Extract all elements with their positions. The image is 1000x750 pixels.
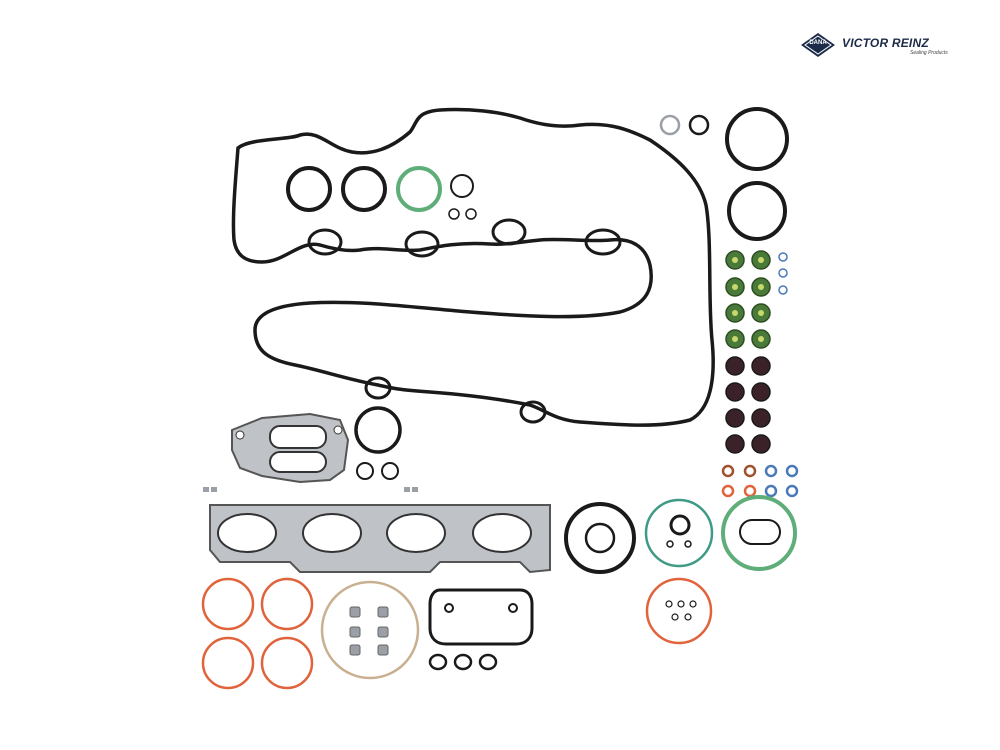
bolt-hole	[444, 603, 454, 613]
o-ring-orange	[260, 636, 314, 690]
o-ring-small	[448, 208, 460, 220]
o-ring-small	[356, 462, 374, 480]
exhaust-port	[386, 513, 446, 553]
oil-cooler-gasket	[428, 588, 534, 646]
valve-cover-loop	[404, 230, 440, 258]
exhaust-port	[217, 513, 277, 553]
o-ring-small	[465, 208, 477, 220]
o-ring-orange	[645, 577, 713, 645]
seal-ring-small	[450, 174, 474, 198]
o-ring-green	[721, 495, 797, 571]
dana-diamond-icon	[801, 33, 835, 57]
flange-gasket-port	[269, 451, 327, 473]
crank-seal-ring	[564, 502, 636, 574]
logo-tagline: Sealing Products	[910, 50, 948, 56]
flange-bolt-hole	[235, 430, 245, 440]
valve-cover-loop	[364, 376, 392, 400]
spring-clip	[349, 606, 389, 656]
exhaust-port	[472, 513, 532, 553]
o-ring-tiny	[665, 600, 697, 621]
logo-brand-text: VICTOR REINZ	[842, 36, 929, 50]
valve-stem-seals-dark	[725, 356, 771, 454]
o-ring-tiny	[666, 540, 674, 548]
o-ring-green	[396, 166, 442, 212]
small-clip	[203, 487, 418, 492]
o-ring-small	[381, 462, 399, 480]
valve-stem-seal-center	[732, 257, 764, 342]
valve-cover-gasket	[231, 107, 715, 427]
valve-cover-loop	[491, 218, 527, 246]
crank-seal-inner	[584, 522, 616, 554]
seal-ring-small	[669, 514, 691, 536]
flange-bolt-hole	[333, 425, 343, 435]
exhaust-manifold-gasket	[209, 504, 551, 574]
o-ring-large	[725, 107, 789, 171]
valve-stem-seals-green	[725, 250, 771, 349]
exhaust-port	[302, 513, 362, 553]
oval-seal	[739, 519, 781, 545]
o-ring	[341, 166, 387, 212]
o-ring-tiny	[684, 540, 692, 548]
o-ring-row-small	[721, 464, 799, 498]
valve-cover-loop	[519, 400, 547, 424]
bolt-hole	[508, 603, 518, 613]
flange-gasket-port	[269, 425, 327, 449]
victor-reinz-logo: DANA VICTOR REINZ Sealing Products	[800, 32, 950, 62]
small-oval-seal	[428, 653, 498, 671]
valve-cover-loop	[307, 228, 343, 256]
o-ring-small	[688, 114, 710, 136]
o-ring-orange	[201, 636, 255, 690]
o-ring-small	[659, 114, 681, 136]
o-ring-orange	[260, 577, 314, 631]
o-ring	[286, 166, 332, 212]
o-ring-orange	[201, 577, 255, 631]
logo-badge-text: DANA	[809, 40, 827, 46]
o-ring-large	[727, 181, 787, 241]
o-ring-green-thin	[644, 498, 714, 568]
exhaust-ring-large	[320, 580, 420, 680]
valve-cover-loop	[584, 228, 622, 256]
o-ring-tiny-blue	[778, 252, 788, 295]
o-ring	[354, 406, 402, 454]
